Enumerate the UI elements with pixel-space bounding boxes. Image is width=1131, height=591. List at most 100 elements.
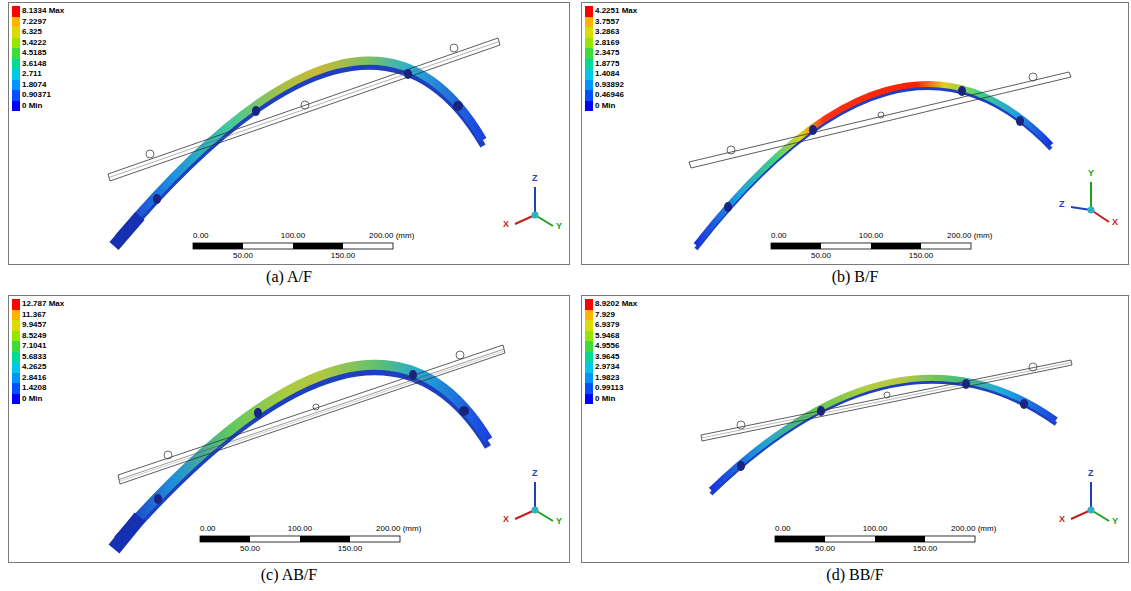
pin <box>724 202 732 212</box>
rail-clip <box>727 146 735 154</box>
scale-bar <box>771 243 971 249</box>
panel-b-art <box>689 72 1109 249</box>
beam-arc <box>711 378 1056 490</box>
legend-swatch <box>12 341 20 352</box>
legend-swatch <box>12 373 20 384</box>
axis-triad <box>515 187 553 226</box>
axis-label: Y <box>1112 516 1118 527</box>
scale-label: 200.00 (mm) <box>951 524 996 534</box>
legend-value: 8.9202 Max <box>595 299 637 310</box>
legend-value: 1.4084 <box>595 69 619 80</box>
result-panel: (c) AB/F <box>8 295 570 563</box>
legend-value: 3.6148 <box>22 59 46 70</box>
axis-label: Y <box>1088 168 1094 179</box>
pin <box>809 125 817 135</box>
legend-value: 0.93892 <box>595 80 624 91</box>
legend-value: 0 Min <box>22 394 42 405</box>
scale-label: 100.00 <box>281 231 305 241</box>
result-panel: (b) B/F <box>581 2 1129 265</box>
legend-value: 2.8169 <box>595 38 619 49</box>
legend-swatch <box>12 394 20 405</box>
legend-swatch <box>12 310 20 321</box>
panel-d-art <box>701 360 1109 542</box>
rail <box>689 72 1071 168</box>
legend-swatch <box>585 48 593 59</box>
legend-swatch <box>12 299 20 310</box>
scale-bar <box>193 243 393 249</box>
legend-swatch <box>585 341 593 352</box>
axis-label: Z <box>1059 199 1065 210</box>
rail-clip <box>1029 363 1037 371</box>
scale-label: 0.00 <box>771 231 787 241</box>
legend-swatch <box>12 6 20 17</box>
scale-label: 100.00 <box>288 524 312 534</box>
panel-c-art <box>114 345 553 549</box>
legend-swatch <box>12 27 20 38</box>
rail-edge <box>702 363 1072 439</box>
legend-swatch <box>585 69 593 80</box>
rail-clip <box>737 421 745 429</box>
legend-swatch <box>585 59 593 70</box>
axis-label: X <box>503 219 509 230</box>
legend-value: 7.1041 <box>22 341 46 352</box>
rail-edge <box>119 349 504 480</box>
pin <box>737 461 745 471</box>
pin <box>154 494 162 504</box>
axis-label: Z <box>532 173 538 184</box>
legend-swatch <box>585 362 593 373</box>
legend-value: 5.6833 <box>22 352 46 363</box>
beam-end <box>114 216 140 246</box>
legend-swatch <box>585 38 593 49</box>
legend-value: 5.4222 <box>22 38 46 49</box>
legend-swatch <box>585 299 593 310</box>
legend-value: 2.9734 <box>595 362 619 373</box>
pin <box>1020 399 1028 409</box>
legend-value: 4.2625 <box>22 362 46 373</box>
legend-value: 1.9823 <box>595 373 619 384</box>
axis-label: X <box>1059 514 1065 525</box>
legend-swatch <box>12 101 20 112</box>
legend-swatch <box>585 310 593 321</box>
legend-value: 1.8074 <box>22 80 46 91</box>
scale-label: 0.00 <box>200 524 216 534</box>
legend-swatch <box>12 59 20 70</box>
legend-swatch <box>585 6 593 17</box>
legend-value: 0 Min <box>595 101 615 112</box>
scale-label: 100.00 <box>863 524 887 534</box>
legend-swatch <box>12 48 20 59</box>
legend-swatch <box>585 331 593 342</box>
result-panel: (a) A/F <box>8 2 570 265</box>
rail-clip <box>164 451 172 459</box>
scale-label: 100.00 <box>859 231 883 241</box>
legend-swatch <box>12 90 20 101</box>
pin <box>153 194 161 204</box>
scale-label: 50.00 <box>240 544 260 554</box>
legend-value: 1.4208 <box>22 383 46 394</box>
rail-clip <box>884 392 890 398</box>
pin <box>958 86 966 96</box>
axis-label: Y <box>556 221 562 232</box>
legend-value: 3.7557 <box>595 17 619 28</box>
legend-value: 7.2297 <box>22 17 46 28</box>
pin <box>453 101 463 111</box>
legend-value: 1.8775 <box>595 59 619 70</box>
scale-bar <box>775 536 975 542</box>
legend-swatch <box>12 17 20 28</box>
legend-value: 5.9468 <box>595 331 619 342</box>
rail-clip <box>1029 73 1037 81</box>
axis-triad <box>1071 182 1109 222</box>
legend-swatch <box>585 101 593 112</box>
legend-value: 11.367 <box>22 310 46 321</box>
pin <box>254 408 262 418</box>
axis-label: Z <box>1088 468 1094 479</box>
legend-swatch <box>12 69 20 80</box>
rail-clip <box>301 101 309 109</box>
legend-swatch <box>12 80 20 91</box>
rail <box>701 360 1072 441</box>
beam-side <box>696 88 1051 249</box>
scale-label: 150.00 <box>913 544 937 554</box>
rail-clip <box>450 44 458 52</box>
panel-caption: (c) AB/F <box>9 565 569 585</box>
pin <box>409 370 417 380</box>
